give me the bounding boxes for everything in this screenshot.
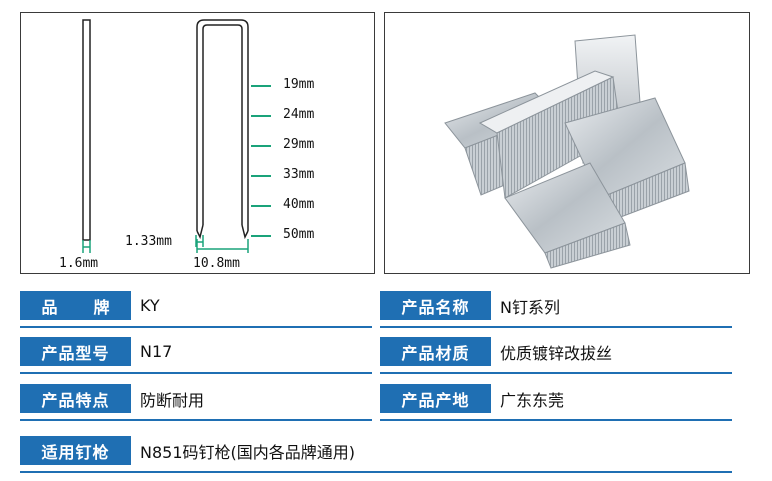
spec-value: N851码钉枪(国内各品牌通用)	[140, 442, 355, 462]
spec-value: N17	[140, 342, 173, 361]
spec-row-compatible-gun: 适用钉枪 N851码钉枪(国内各品牌通用)	[20, 433, 732, 473]
spec-label: 产品材质	[380, 337, 491, 366]
spec-label: 品 牌	[20, 291, 131, 320]
spec-value: 防断耐用	[140, 390, 205, 410]
spec-label: 产品名称	[380, 291, 491, 320]
wire-width-label: 1.6mm	[59, 256, 99, 271]
spec-value: KY	[140, 296, 160, 315]
spec-value: N钉系列	[500, 297, 560, 317]
spec-row-model: 产品型号 N17	[20, 334, 372, 374]
leg-length-label: 24mm	[283, 107, 315, 122]
leg-length-label: 40mm	[283, 197, 315, 212]
leg-length-ticks	[251, 85, 271, 237]
staple-dimension-diagram: 1.6mm 1.33mm 10.8mm 19mm 24mm 29mm 33mm …	[20, 12, 375, 274]
spec-value: 优质镀锌改拔丝	[500, 343, 613, 363]
spec-row-features: 产品特点 防断耐用	[20, 381, 372, 421]
staple-strips-image	[444, 34, 690, 269]
staple-side-view	[82, 19, 91, 241]
product-photo	[384, 12, 750, 274]
leg-length-label: 50mm	[283, 227, 315, 242]
spec-label: 产品特点	[20, 384, 131, 413]
leg-length-label: 33mm	[283, 167, 315, 182]
staple-front-outer	[196, 19, 249, 231]
spec-label: 产品产地	[380, 384, 491, 413]
staple-front-inner	[202, 24, 243, 225]
spec-row-product-name: 产品名称 N钉系列	[380, 288, 732, 328]
spec-row-material: 产品材质 优质镀锌改拔丝	[380, 334, 732, 374]
leg-length-label: 29mm	[283, 137, 315, 152]
spec-row-origin: 产品产地 广东东莞	[380, 381, 732, 421]
wire-thickness-label: 1.33mm	[125, 234, 172, 249]
staple-drawing	[82, 19, 271, 253]
crown-width-label: 10.8mm	[193, 256, 240, 271]
spec-value: 广东东莞	[500, 390, 565, 410]
spec-label: 产品型号	[20, 337, 131, 366]
spec-row-brand: 品 牌 KY	[20, 288, 372, 328]
leg-length-label: 19mm	[283, 77, 315, 92]
spec-label: 适用钉枪	[20, 436, 131, 465]
